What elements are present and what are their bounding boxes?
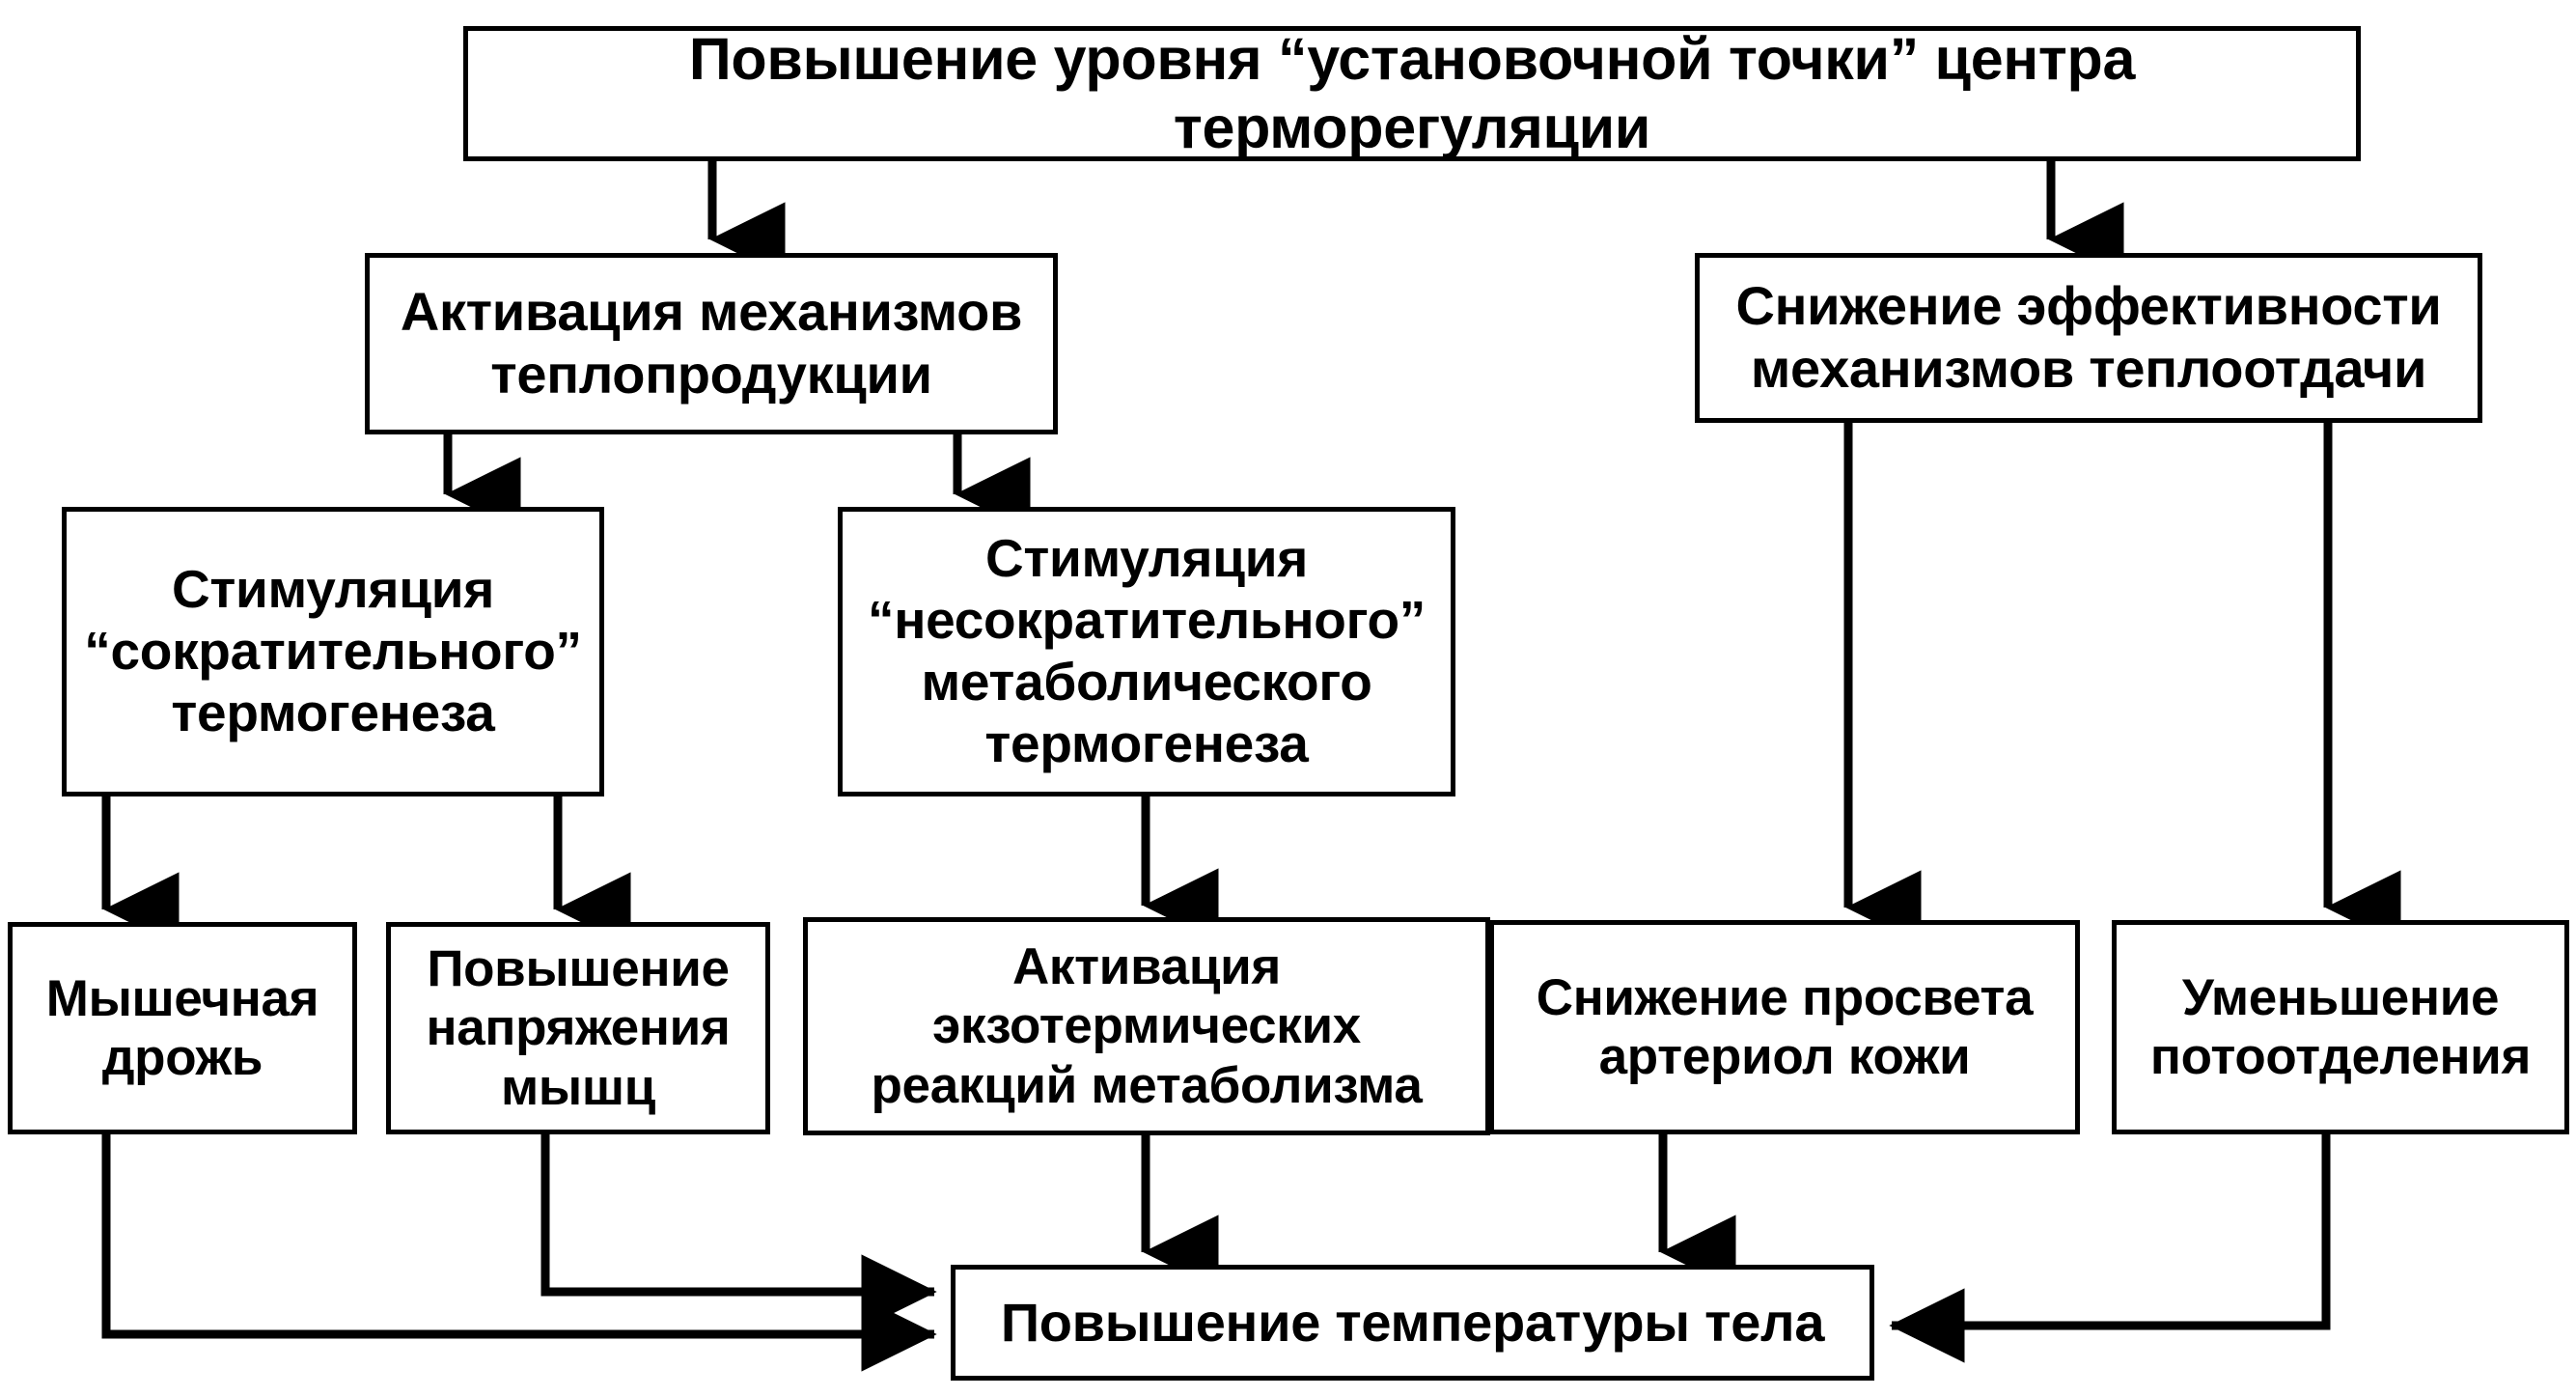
node-shivering-thermogenesis[interactable]: Стимуляция “сократительного” термогенеза bbox=[62, 507, 604, 796]
node-skin-arterioles[interactable]: Снижение просвета артериол кожи bbox=[1489, 920, 2080, 1134]
node-body-temperature[interactable]: Повышение температуры тела bbox=[951, 1265, 1874, 1381]
node-heat-loss[interactable]: Снижение эффективности механизмов теплоо… bbox=[1695, 253, 2482, 423]
node-setpoint[interactable]: Повышение уровня “установочной точки” це… bbox=[463, 26, 2361, 161]
node-heat-production[interactable]: Активация механизмов теплопродукции bbox=[365, 253, 1058, 434]
node-nonshivering-thermogenesis[interactable]: Стимуляция “несократительного” метаболич… bbox=[838, 507, 1455, 796]
edge-sweating-to-body-temperature bbox=[1889, 1134, 2331, 1363]
node-muscle-tremor[interactable]: Мышечная дрожь bbox=[8, 922, 357, 1134]
node-muscle-tension[interactable]: Повышение напряжения мышц bbox=[386, 922, 770, 1134]
edge-muscle-tension-to-body-temperature bbox=[540, 1134, 937, 1329]
node-exothermic-reactions[interactable]: Активация экзотермических реакций метабо… bbox=[803, 917, 1490, 1135]
edge-muscle-tremor-to-body-temperature bbox=[101, 1134, 937, 1372]
node-sweating[interactable]: Уменьшение потоотделения bbox=[2112, 920, 2569, 1134]
